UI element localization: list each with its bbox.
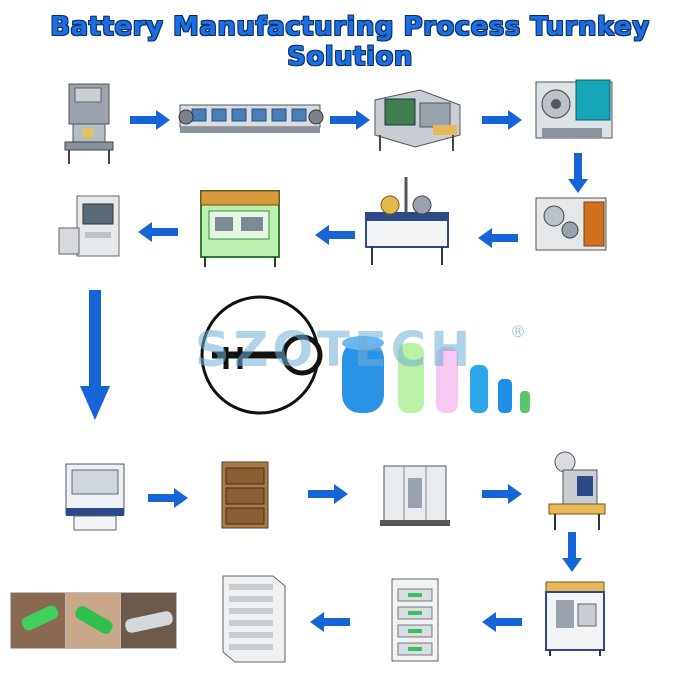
arrow-down-icon bbox=[568, 153, 588, 193]
coating-line bbox=[178, 95, 326, 145]
arrow-left-icon bbox=[138, 222, 178, 242]
slitting-machine bbox=[528, 72, 618, 152]
arrow-right-icon bbox=[308, 484, 348, 504]
rolling-press bbox=[365, 85, 465, 155]
arrow-left-icon bbox=[478, 228, 518, 248]
brand-logo-text: SZOTECH bbox=[195, 322, 475, 378]
sealing-machine bbox=[545, 448, 610, 533]
formation-cabinet bbox=[215, 572, 290, 667]
battery-cell-photo bbox=[120, 592, 177, 649]
winding-station bbox=[360, 175, 455, 270]
registered-mark: ® bbox=[510, 322, 526, 341]
filling-machine bbox=[378, 462, 453, 530]
battery-cell-photo bbox=[10, 592, 67, 649]
drying-oven bbox=[218, 458, 273, 533]
arrow-right-icon bbox=[482, 110, 522, 130]
arrow-right-icon bbox=[148, 488, 188, 508]
arrow-right-icon bbox=[330, 110, 370, 130]
assembly-cabinet bbox=[60, 458, 130, 533]
battery-cell-photo bbox=[65, 592, 122, 649]
arrow-left-icon bbox=[315, 225, 355, 245]
logo-area bbox=[190, 295, 540, 425]
arrow-down-icon bbox=[562, 532, 582, 572]
grading-cabinet bbox=[388, 575, 443, 665]
page-title: Battery Manufacturing Process Turnkey So… bbox=[50, 12, 650, 72]
assembly-machine-green bbox=[195, 185, 285, 270]
arrow-left-icon bbox=[310, 612, 350, 632]
arrow-down-large-icon bbox=[80, 290, 110, 420]
packing-machine bbox=[540, 578, 610, 658]
arrow-right-icon bbox=[130, 110, 170, 130]
mixing-machine bbox=[55, 78, 125, 168]
arrow-right-icon bbox=[482, 484, 522, 504]
arrow-left-icon bbox=[482, 612, 522, 632]
winding-machine bbox=[528, 190, 613, 260]
test-cabinet bbox=[55, 192, 125, 262]
